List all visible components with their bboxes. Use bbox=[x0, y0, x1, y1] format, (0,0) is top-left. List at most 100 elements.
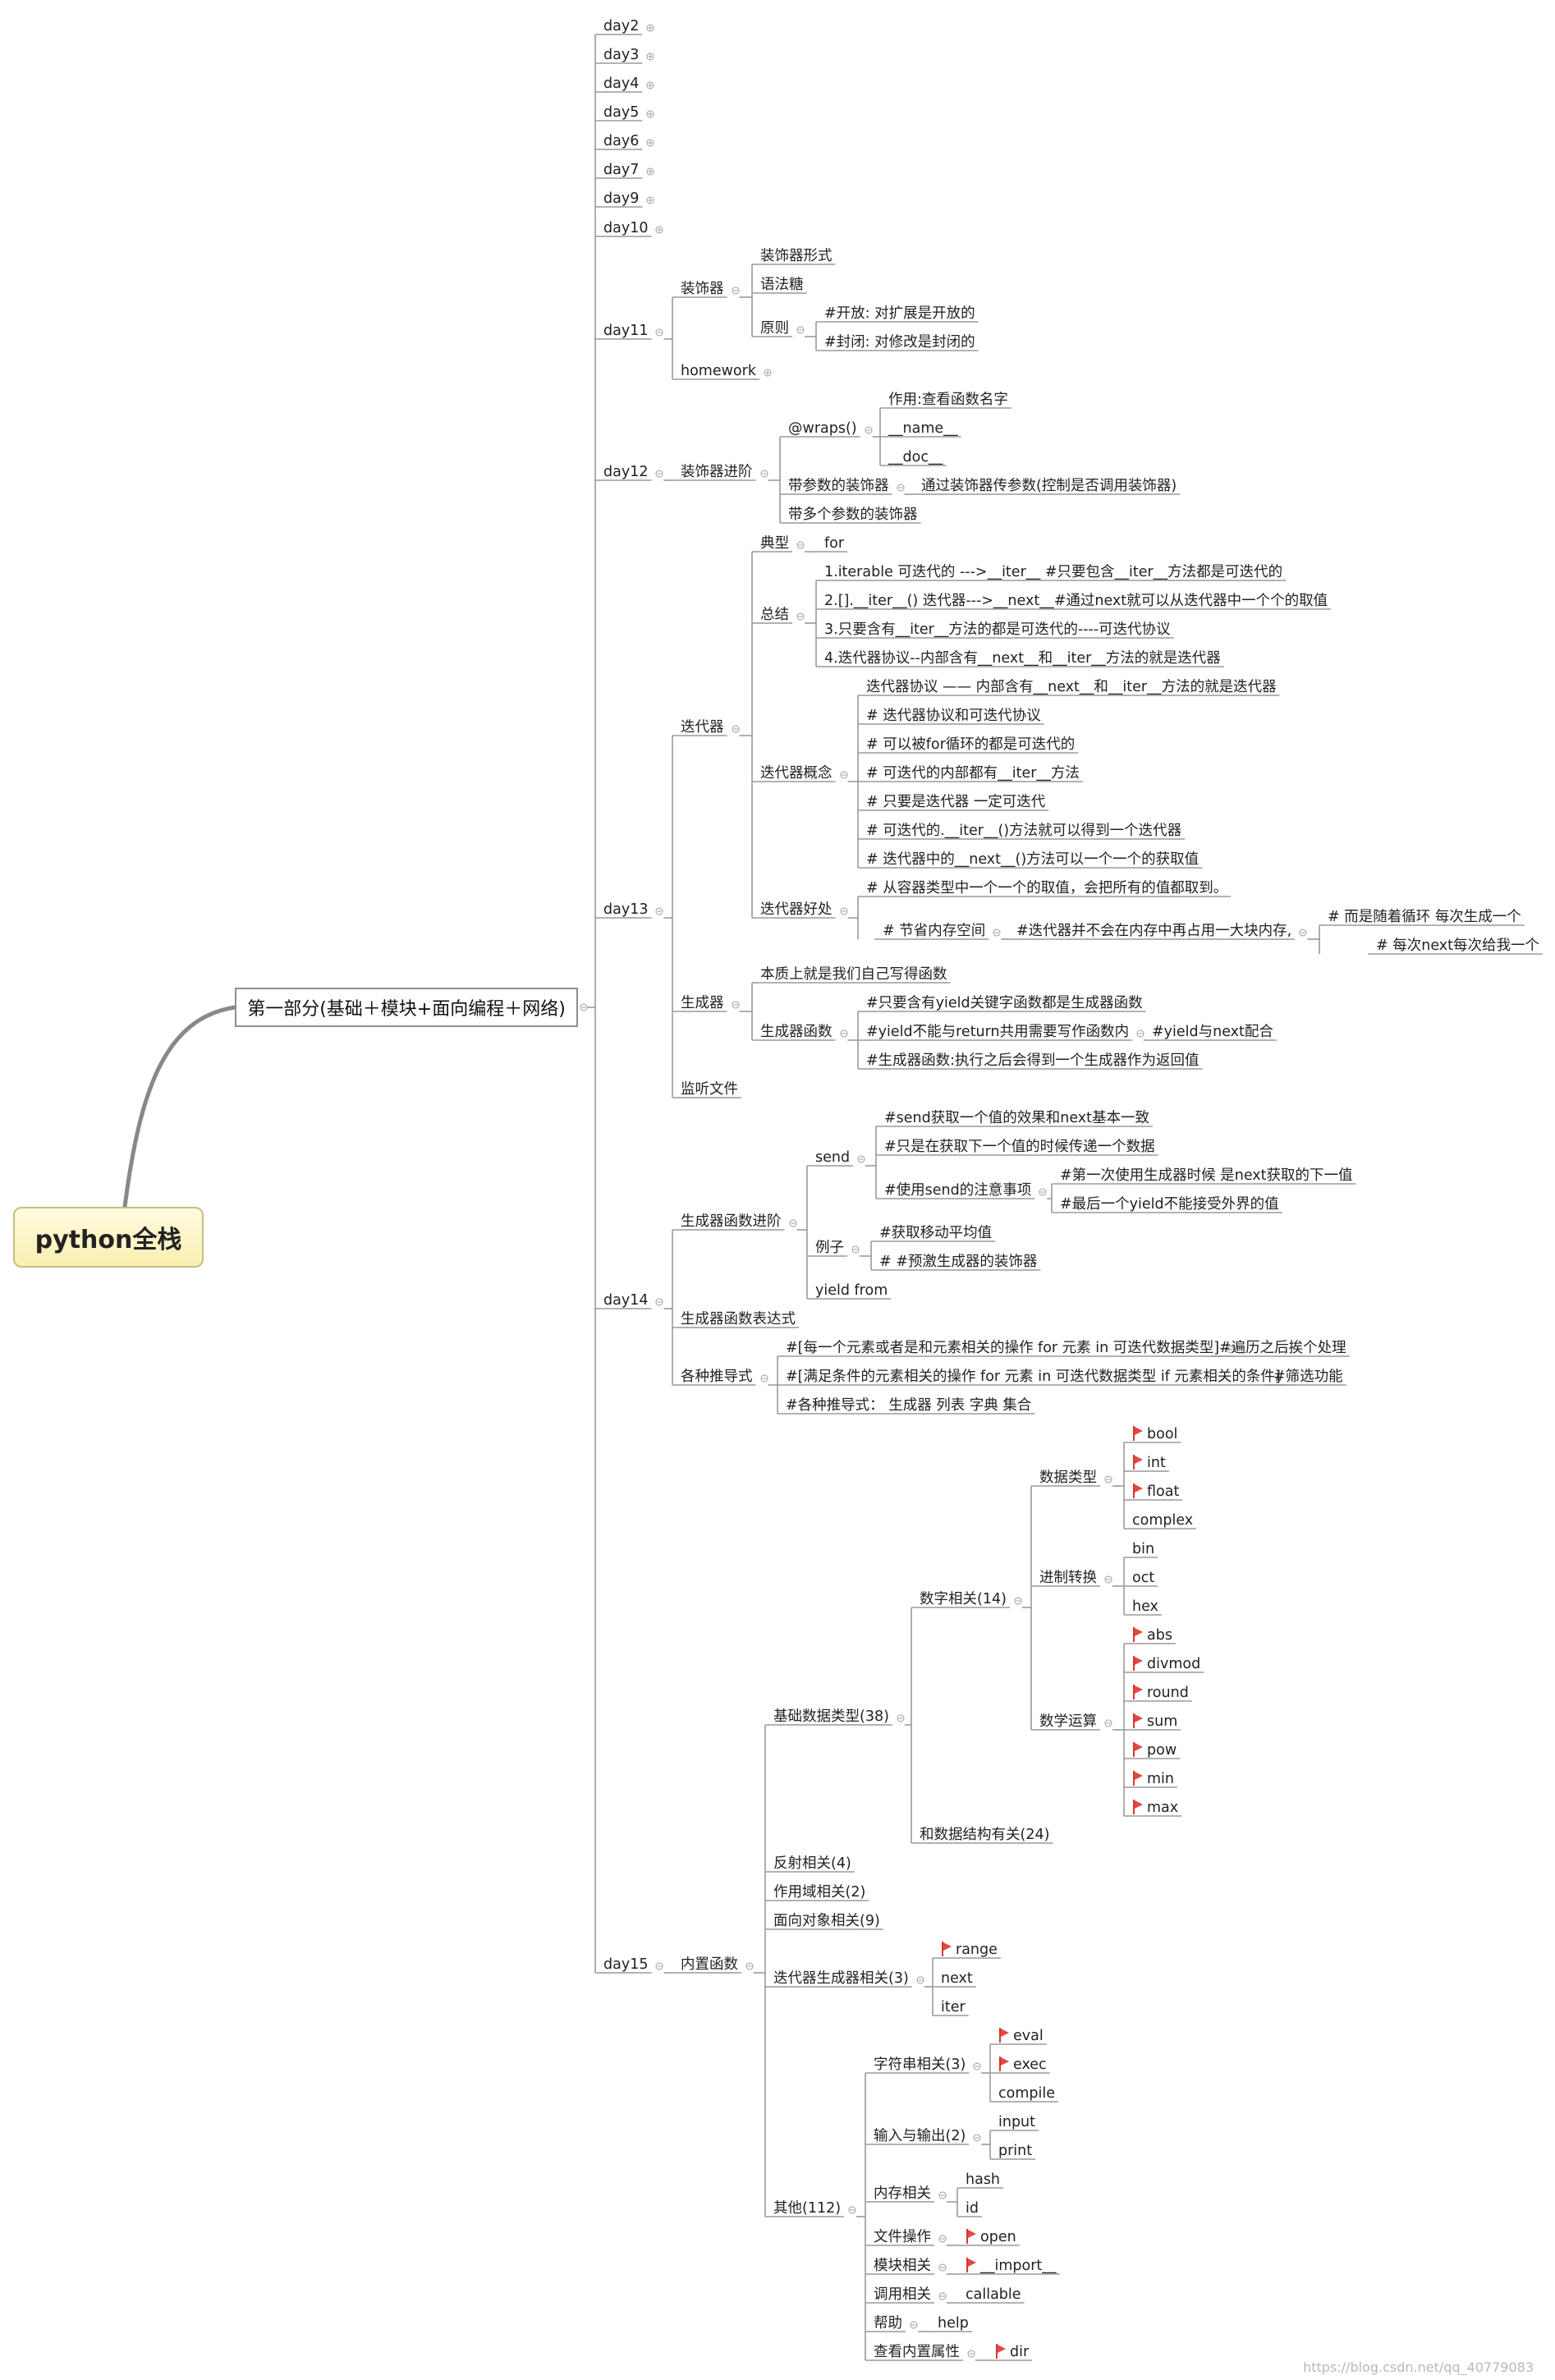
collapse-toggle[interactable] bbox=[916, 1976, 924, 1984]
topic-2[interactable]: 作用域相关(2) bbox=[773, 1884, 866, 1901]
topic-day2[interactable]: day2 bbox=[603, 18, 640, 34]
collapse-toggle[interactable] bbox=[865, 426, 873, 434]
topic-print[interactable]: print bbox=[998, 2143, 1033, 2159]
topic-for-in-if[interactable]: #[满足条件的元素相关的操作 for 元素 in 可迭代数据类型 if 元素相关… bbox=[786, 1369, 1281, 1385]
topic-node[interactable]: 带参数的装饰器 bbox=[788, 478, 889, 494]
expand-toggle[interactable] bbox=[646, 196, 654, 204]
topic-day11[interactable]: day11 bbox=[603, 323, 649, 339]
topic-node[interactable]: # 迭代器协议和可迭代协议 bbox=[866, 708, 1041, 724]
topic-node[interactable]: 语法糖 bbox=[760, 277, 804, 293]
topic-node[interactable]: # 而是随着循环 每次生成一个 bbox=[1328, 909, 1521, 925]
topic-iter[interactable]: iter bbox=[941, 1999, 966, 2015]
topic-range[interactable]: range bbox=[956, 1942, 998, 1958]
topic-1-iterable-iter-iter[interactable]: 1.iterable 可迭代的 --->__iter__ #只要包含__iter… bbox=[824, 564, 1283, 580]
topic-doc[interactable]: __doc__ bbox=[888, 449, 943, 465]
topic-callable[interactable]: callable bbox=[966, 2286, 1021, 2303]
topic-node[interactable]: 装饰器 bbox=[681, 281, 724, 297]
expand-toggle[interactable] bbox=[646, 24, 654, 32]
topic-dir[interactable]: dir bbox=[1010, 2344, 1030, 2360]
topic-next[interactable]: # 迭代器中的__next__()方法可以一个一个的获取值 bbox=[866, 851, 1200, 868]
topic-node[interactable]: 装饰器形式 bbox=[760, 248, 833, 264]
topic-node[interactable]: 模块相关 bbox=[874, 2258, 931, 2274]
topic-wraps[interactable]: @wraps() bbox=[788, 420, 857, 437]
collapse-toggle[interactable] bbox=[973, 2134, 981, 2142]
topic-day14[interactable]: day14 bbox=[603, 1292, 649, 1309]
topic-compile[interactable]: compile bbox=[998, 2085, 1055, 2102]
topic-node[interactable]: 文件操作 bbox=[874, 2229, 931, 2245]
main-topic[interactable]: 第一部分(基础＋模块+面向编程＋网络) bbox=[235, 988, 578, 1027]
topic-day13[interactable]: day13 bbox=[603, 901, 649, 918]
expand-toggle[interactable] bbox=[764, 369, 772, 377]
collapse-toggle[interactable] bbox=[655, 328, 663, 337]
topic-oct[interactable]: oct bbox=[1132, 1570, 1155, 1586]
collapse-toggle[interactable] bbox=[938, 2292, 947, 2300]
topic-day9[interactable]: day9 bbox=[603, 190, 640, 207]
collapse-toggle[interactable] bbox=[848, 2206, 856, 2214]
topic-for[interactable]: # 可以被for循环的都是可迭代的 bbox=[866, 736, 1076, 753]
topic-node[interactable]: #生成器函数:执行之后会得到一个生成器作为返回值 bbox=[866, 1052, 1200, 1069]
topic-bool[interactable]: bool bbox=[1147, 1426, 1178, 1442]
root-topic[interactable]: python全栈 bbox=[13, 1207, 204, 1268]
collapse-toggle[interactable] bbox=[789, 1219, 796, 1227]
topic-eval[interactable]: eval bbox=[1013, 2028, 1044, 2044]
topic-send[interactable]: send bbox=[815, 1149, 851, 1166]
topic-open[interactable]: open bbox=[980, 2229, 1016, 2245]
main-topic-toggle[interactable] bbox=[580, 1003, 588, 1011]
topic-name[interactable]: __name__ bbox=[888, 420, 958, 437]
topic-24[interactable]: 和数据结构有关(24) bbox=[920, 1827, 1050, 1843]
topic-node[interactable]: # #预激生成器的装饰器 bbox=[879, 1254, 1038, 1270]
topic-bin[interactable]: bin bbox=[1132, 1541, 1155, 1557]
topic-node[interactable]: 原则 bbox=[760, 320, 789, 337]
topic-import[interactable]: __import__ bbox=[980, 2258, 1057, 2274]
topic-for-in[interactable]: #[每一个元素或者是和元素相关的操作 for 元素 in 可迭代数据类型] bbox=[786, 1340, 1220, 1356]
topic-yield-next[interactable]: #yield与next配合 bbox=[1152, 1024, 1273, 1040]
expand-toggle[interactable] bbox=[646, 167, 654, 176]
topic-next[interactable]: # 每次next每次给我一个 bbox=[1376, 938, 1539, 954]
topic-round[interactable]: round bbox=[1147, 1685, 1189, 1701]
topic-9[interactable]: 面向对象相关(9) bbox=[773, 1913, 880, 1929]
topic-node[interactable]: 带多个参数的装饰器 bbox=[788, 507, 918, 523]
topic-day6[interactable]: day6 bbox=[603, 133, 640, 149]
topic-homework[interactable]: homework bbox=[681, 363, 756, 379]
topic-node[interactable]: 迭代器好处 bbox=[760, 901, 833, 918]
topic-node[interactable]: 本质上就是我们自己写得函数 bbox=[760, 966, 947, 983]
topic-int[interactable]: int bbox=[1147, 1455, 1166, 1471]
topic-hash[interactable]: hash bbox=[966, 2171, 1001, 2188]
topic-node[interactable]: # 节省内存空间 bbox=[883, 923, 986, 939]
topic-node[interactable]: 数学运算 bbox=[1039, 1713, 1097, 1730]
collapse-toggle[interactable] bbox=[938, 2263, 947, 2272]
topic-node[interactable]: 各种推导式 bbox=[681, 1369, 753, 1385]
collapse-toggle[interactable] bbox=[745, 1962, 754, 1970]
collapse-toggle[interactable] bbox=[655, 907, 663, 915]
collapse-toggle[interactable] bbox=[760, 470, 768, 478]
collapse-toggle[interactable] bbox=[1014, 1597, 1022, 1605]
topic-next[interactable]: next bbox=[941, 1970, 973, 1987]
topic-node[interactable]: 装饰器进阶 bbox=[681, 464, 753, 480]
topic-node[interactable]: 典型 bbox=[760, 535, 789, 552]
topic-3-iter[interactable]: 3.只要含有__iter__方法的都是可迭代的----可迭代协议 bbox=[824, 621, 1171, 638]
topic-node[interactable]: #遍历之后挨个处理 bbox=[1219, 1340, 1346, 1356]
collapse-toggle[interactable] bbox=[655, 1962, 663, 1970]
collapse-toggle[interactable] bbox=[1039, 1188, 1047, 1196]
collapse-toggle[interactable] bbox=[796, 612, 805, 621]
topic-pow[interactable]: pow bbox=[1147, 1742, 1177, 1759]
topic-exec[interactable]: exec bbox=[1013, 2057, 1047, 2073]
topic-day7[interactable]: day7 bbox=[603, 162, 640, 178]
topic-node[interactable]: 数据类型 bbox=[1039, 1470, 1097, 1486]
topic-node[interactable]: #开放: 对扩展是开放的 bbox=[824, 305, 975, 322]
topic-yield[interactable]: #最后一个yield不能接受外界的值 bbox=[1060, 1196, 1279, 1213]
collapse-toggle[interactable] bbox=[655, 1298, 663, 1306]
collapse-toggle[interactable] bbox=[1104, 1575, 1112, 1584]
topic-iter[interactable]: # 可迭代的内部都有__iter__方法 bbox=[866, 765, 1080, 782]
expand-toggle[interactable] bbox=[646, 53, 654, 61]
collapse-toggle[interactable] bbox=[732, 725, 739, 733]
topic-node[interactable]: 生成器函数 bbox=[760, 1024, 833, 1040]
collapse-toggle[interactable] bbox=[1299, 929, 1307, 937]
collapse-toggle[interactable] bbox=[897, 1714, 905, 1722]
topic-node[interactable]: 生成器 bbox=[681, 995, 724, 1011]
collapse-toggle[interactable] bbox=[840, 907, 847, 915]
topic-2[interactable]: 输入与输出(2) bbox=[874, 2128, 966, 2144]
topic-day4[interactable]: day4 bbox=[603, 76, 640, 92]
topic-send-next[interactable]: #send获取一个值的效果和next基本一致 bbox=[884, 1110, 1150, 1126]
topic-node[interactable]: #获取移动平均值 bbox=[879, 1225, 993, 1241]
